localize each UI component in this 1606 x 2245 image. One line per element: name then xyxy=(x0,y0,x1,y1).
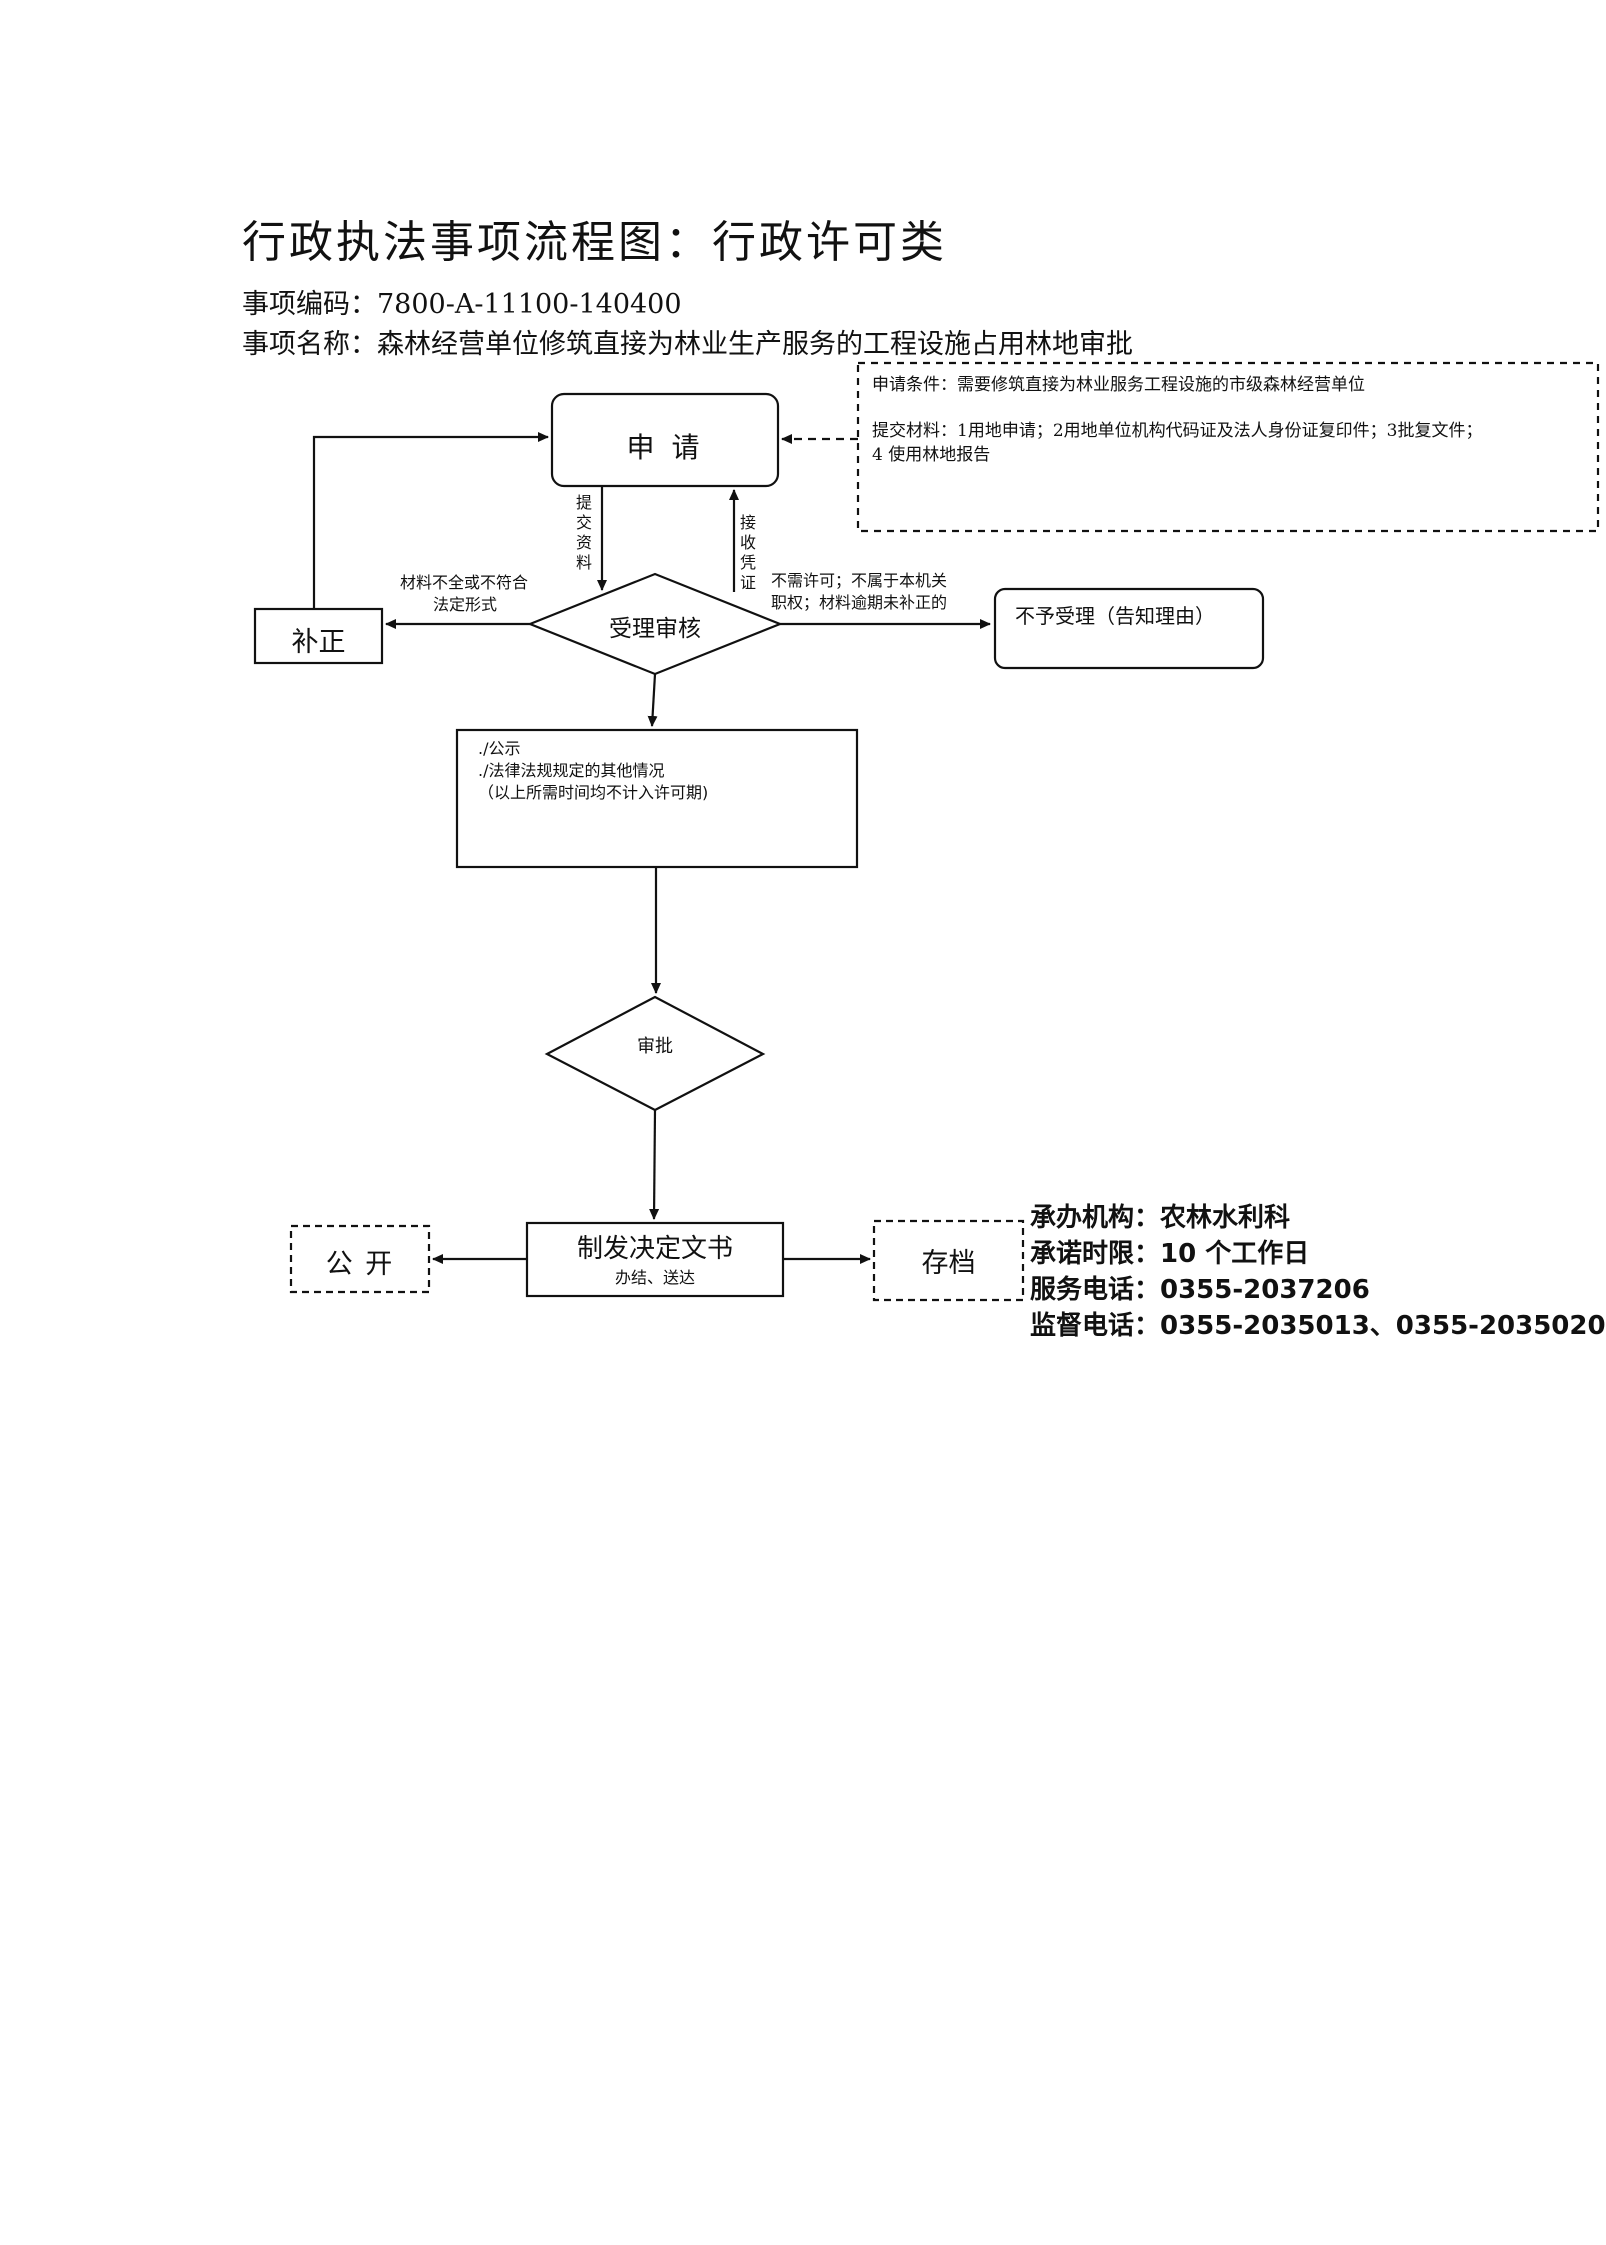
receipt-label: 接收凭证 xyxy=(739,513,756,592)
submit-label: 提交资料 xyxy=(575,493,592,572)
no-permit-label-1: 不需许可；不属于本机关 xyxy=(771,571,948,590)
approve-label: 审批 xyxy=(637,1036,673,1057)
incomplete-label-1: 材料不全或不符合 xyxy=(400,573,529,592)
review-label: 受理审核 xyxy=(609,616,701,642)
apply-box xyxy=(550,392,780,488)
conditions-line-2: 提交材料：1用地申请；2用地单位机构代码证及法人身份证复印件；3批复文件； xyxy=(872,421,1483,441)
reject-label: 不予受理（告知理由） xyxy=(1015,604,1215,628)
other-line-2: ./法律法规规定的其他情况 xyxy=(478,761,665,780)
decision-sub-label: 办结、送达 xyxy=(614,1268,695,1287)
contact-supervise-phone: 监督电话：0355-2035013、0355-2035020 xyxy=(1030,1311,1606,1341)
publish-box xyxy=(289,1224,431,1294)
other-line-3: （以上所需时间均不计入许可期) xyxy=(478,783,709,802)
edge-review-to-other xyxy=(647,673,658,727)
correct-box xyxy=(253,607,384,665)
archive-box xyxy=(872,1219,1025,1302)
conditions-line-1: 申请条件：需要修筑直接为林业服务工程设施的市级森林经营单位 xyxy=(872,375,1365,395)
decision-label: 制发决定文书 xyxy=(576,1234,733,1264)
incomplete-label-2: 法定形式 xyxy=(433,595,498,614)
publish-label: 公 开 xyxy=(325,1249,395,1280)
conditions-box xyxy=(856,361,1600,533)
apply-label: 申 请 xyxy=(626,431,704,464)
item-name: 事项名称：森林经营单位修筑直接为林业生产服务的工程设施占用林地审批 xyxy=(242,329,1133,360)
edge-approve-to-decision xyxy=(649,1109,660,1220)
archive-label: 存档 xyxy=(921,1248,976,1279)
conditions-line-3: 4 使用林地报告 xyxy=(872,445,991,465)
other-line-1: ./公示 xyxy=(478,739,521,758)
edge-correct-to-apply xyxy=(312,432,549,609)
item-code: 事项编码：7800-A-11100-140400 xyxy=(242,289,682,320)
correct-label: 补正 xyxy=(291,627,346,658)
page-title: 行政执法事项流程图：行政许可类 xyxy=(242,217,947,268)
approve-diamond xyxy=(544,995,766,1112)
no-permit-label-2: 职权；材料逾期未补正的 xyxy=(771,593,948,612)
reject-box xyxy=(993,587,1265,670)
contact-limit: 承诺时限：10 个工作日 xyxy=(1030,1239,1310,1269)
contact-org: 承办机构：农林水利科 xyxy=(1030,1203,1291,1233)
contact-service-phone: 服务电话：0355-2037206 xyxy=(1030,1275,1370,1305)
